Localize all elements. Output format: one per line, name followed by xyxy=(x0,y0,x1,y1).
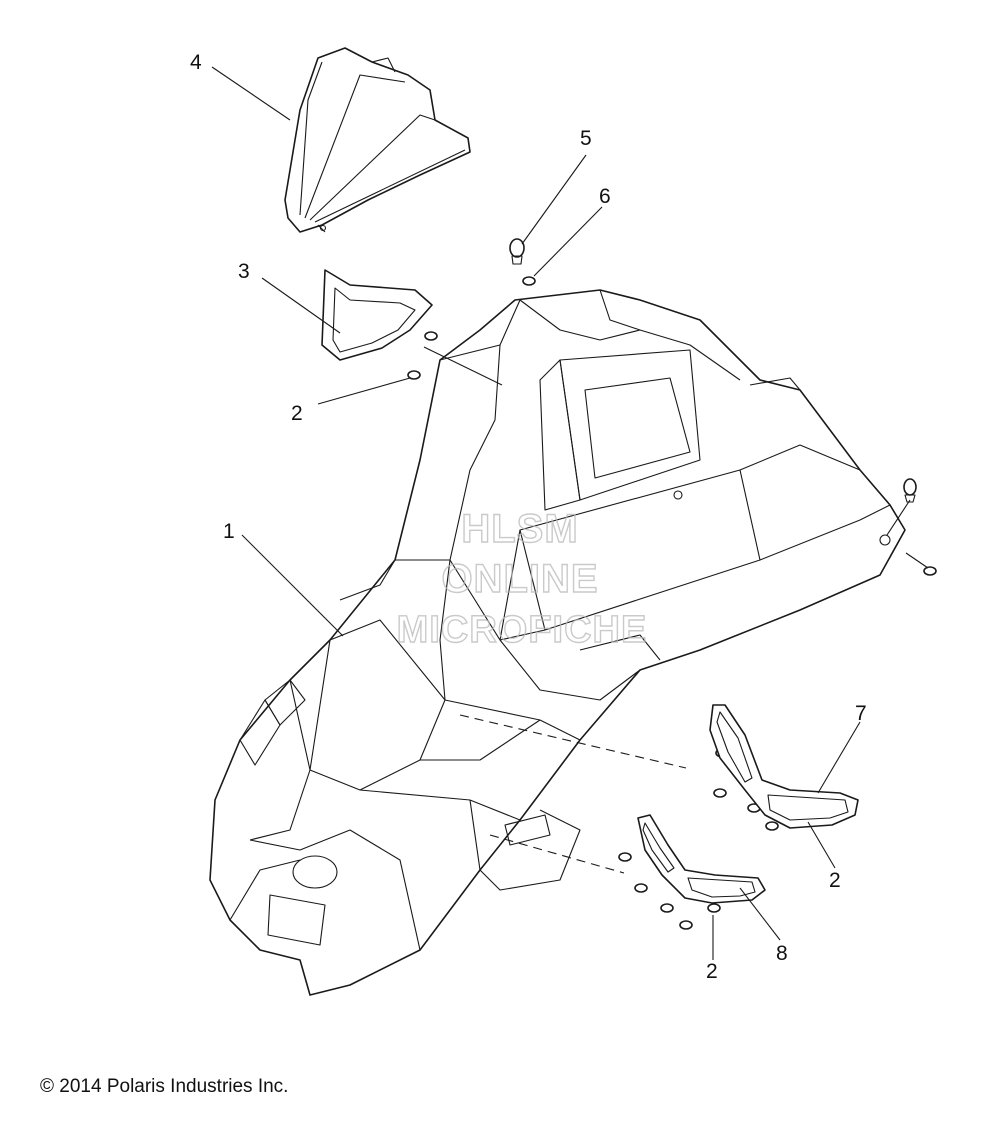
hood-part-1 xyxy=(209,289,906,996)
fastener-right xyxy=(903,478,937,576)
callout-2b: 2 xyxy=(829,869,841,892)
callout-8: 8 xyxy=(776,942,788,965)
callout-2a: 2 xyxy=(291,402,303,425)
callout-3: 3 xyxy=(238,260,250,283)
watermark-line-3: MICROFICHE xyxy=(397,609,648,651)
fastener-part-5 xyxy=(509,238,525,265)
windshield-part-4 xyxy=(284,47,471,233)
callout-1: 1 xyxy=(223,520,235,543)
callout-5: 5 xyxy=(580,127,592,150)
callout-labels: 4 3 2 5 6 1 7 2 8 2 xyxy=(190,51,867,983)
callout-6: 6 xyxy=(599,185,611,208)
leader-lines xyxy=(211,66,929,960)
callout-7: 7 xyxy=(855,702,867,725)
vent-bracket-part-8 xyxy=(637,814,766,904)
watermark-line-1: HLSM xyxy=(461,507,578,551)
callout-4: 4 xyxy=(190,51,202,74)
vent-bracket-part-7 xyxy=(709,704,859,829)
callout-2c: 2 xyxy=(706,960,718,983)
watermark: HLSM ONLINE MICROFICHE xyxy=(396,506,648,651)
watermark-line-2: ONLINE xyxy=(441,557,598,601)
grille-part-3 xyxy=(321,269,433,361)
copyright-notice: © 2014 Polaris Industries Inc. xyxy=(40,1076,289,1097)
washer-part-6 xyxy=(522,276,536,286)
